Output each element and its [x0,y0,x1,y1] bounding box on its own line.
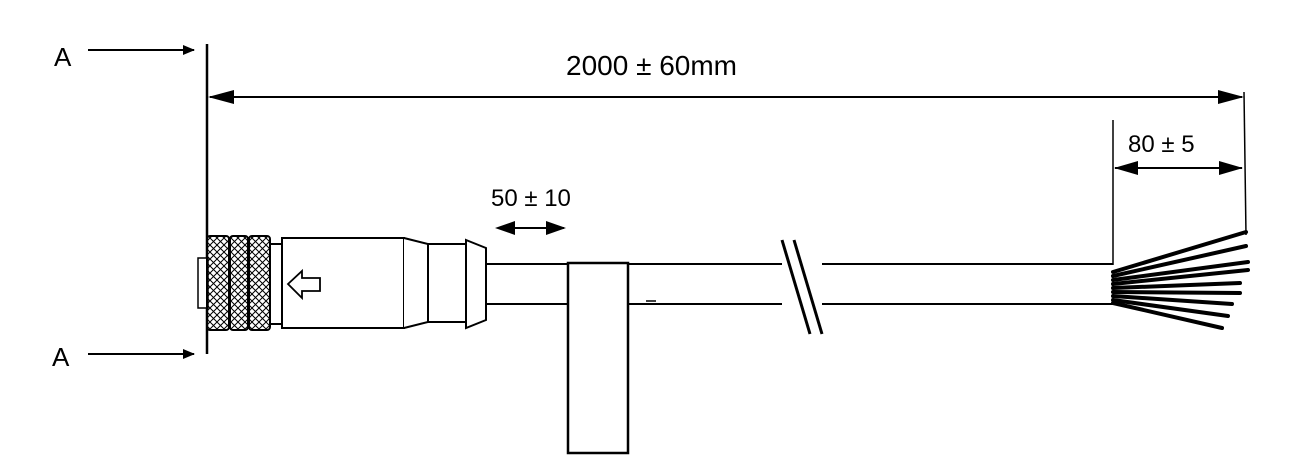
stripped-wires [1111,230,1250,330]
section-label-bottom: A [52,342,70,372]
cable [486,263,1113,305]
knurled-coupling-nut [206,235,283,331]
label-offset-dimension: 50 ± 10 [491,185,571,235]
label-offset-label: 50 ± 10 [491,185,571,212]
overall-length-label: 2000 ± 60mm [566,50,737,81]
strip-length-dimension: 80 ± 5 [1114,131,1243,175]
cable-break-symbol [780,239,824,335]
strip-length-label: 80 ± 5 [1128,131,1195,158]
connector-body [281,237,487,330]
left-arrow-icon [286,268,321,301]
section-label-top: A [54,42,72,72]
overall-length-dimension: 2000 ± 60mm [208,50,1244,104]
section-mark-top: A [54,42,195,72]
cable-label-sleeve [566,261,630,455]
section-mark-bottom: A [52,342,195,372]
extension-line-right [1243,91,1247,236]
